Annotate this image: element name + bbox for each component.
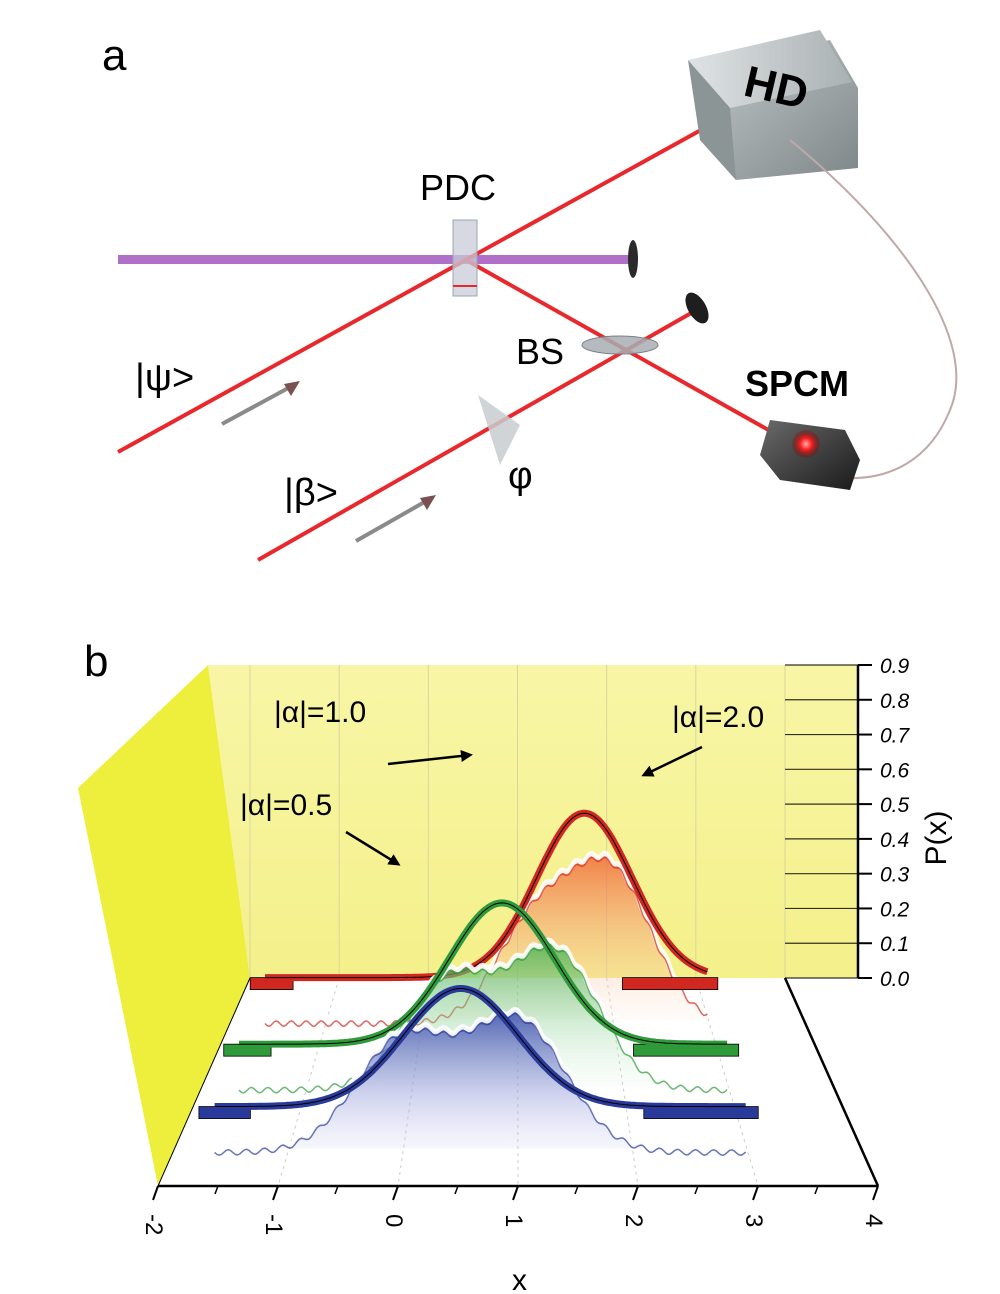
arrow-alpha-1-0: [387, 750, 473, 766]
spcm-label: SPCM: [745, 363, 849, 404]
pump-beam: [118, 255, 633, 264]
panel-b-label: b: [84, 637, 108, 686]
panel-a-label: a: [102, 31, 127, 80]
x-tick-mark: [392, 1185, 399, 1201]
floor-gridline: [277, 977, 340, 1187]
beam-splitter: [581, 335, 659, 355]
x-tick-label: 4: [860, 1214, 887, 1227]
annotation-alpha-0-5: |α|=0.5: [240, 789, 332, 822]
spcm-led: [792, 430, 820, 458]
x-tick-label: -2: [140, 1214, 167, 1235]
psi-label: |ψ>: [135, 357, 194, 399]
curves: [198, 809, 759, 1157]
bs-label: BS: [516, 331, 564, 372]
cable: [789, 139, 958, 480]
z-ticks: 0.0 0.1 0.2 0.3 0.4 0.5 0.6 0.7 0.8 0.9: [785, 655, 911, 991]
z-axis-label: P(x): [920, 811, 953, 866]
experimental-area: [264, 853, 709, 1023]
experimental-area: [238, 940, 729, 1089]
x-ticks: -2 -1 0 1 2 3 4: [140, 1185, 887, 1235]
arrow-alpha-0-5: [345, 830, 401, 866]
arrow-alpha-2-0: [641, 745, 703, 777]
annotation-alpha-2-0: |α|=2.0: [672, 701, 764, 734]
x-tick-label: 3: [740, 1214, 767, 1227]
panel-a-setup: a PDC BS φ HD SPC: [102, 30, 958, 562]
experimental-area: [214, 1009, 747, 1152]
z-tick-label: 0.8: [880, 690, 910, 713]
baseline-strip-right: [622, 977, 719, 990]
z-tick-label: 0.9: [880, 655, 910, 678]
phase-label: φ: [508, 455, 533, 497]
left-wall: [78, 665, 250, 1186]
homodyne-detector: HD: [688, 30, 858, 180]
z-tick-label: 0.6: [880, 759, 910, 782]
x-tick-label: -1: [260, 1214, 287, 1235]
mirror: [685, 292, 709, 324]
x-tick-mark: [512, 1185, 519, 1201]
experimental-ridge: [237, 937, 729, 1092]
x-tick-label: 1: [500, 1214, 527, 1227]
x-tick-mark: [632, 1185, 639, 1201]
x-axis-label: x: [512, 1264, 527, 1294]
x-tick-mark: [872, 1185, 879, 1201]
beam-dump-mirror: [628, 240, 638, 278]
beta-label: |β>: [284, 472, 338, 514]
z-tick-label: 0.7: [880, 725, 911, 748]
spcm-detector: SPCM: [745, 363, 860, 490]
series-1: [223, 899, 740, 1094]
x-tick-mark: [272, 1185, 279, 1201]
x-tick-mark: [152, 1185, 159, 1201]
x-tick-label: 2: [620, 1214, 647, 1227]
pdc-crystal: [452, 219, 478, 297]
series-0: [198, 985, 759, 1157]
experimental-ridge: [212, 1006, 748, 1154]
z-tick-label: 0.0: [880, 968, 910, 991]
x-tick-label: 0: [380, 1214, 407, 1227]
depth-axis-line: [783, 977, 880, 1187]
z-tick-label: 0.2: [880, 898, 910, 921]
z-tick-label: 0.4: [880, 829, 909, 852]
z-tick-label: 0.5: [880, 794, 910, 817]
psi-beam: [117, 123, 711, 454]
pdc-label: PDC: [420, 167, 496, 208]
z-tick-label: 0.1: [880, 933, 909, 956]
annotation-alpha-1-0: |α|=1.0: [274, 696, 366, 729]
propagation-arrows: [221, 381, 436, 543]
z-tick-label: 0.3: [880, 864, 910, 887]
x-tick-mark: [752, 1185, 759, 1201]
phase-shifter-wedge: [478, 395, 520, 465]
